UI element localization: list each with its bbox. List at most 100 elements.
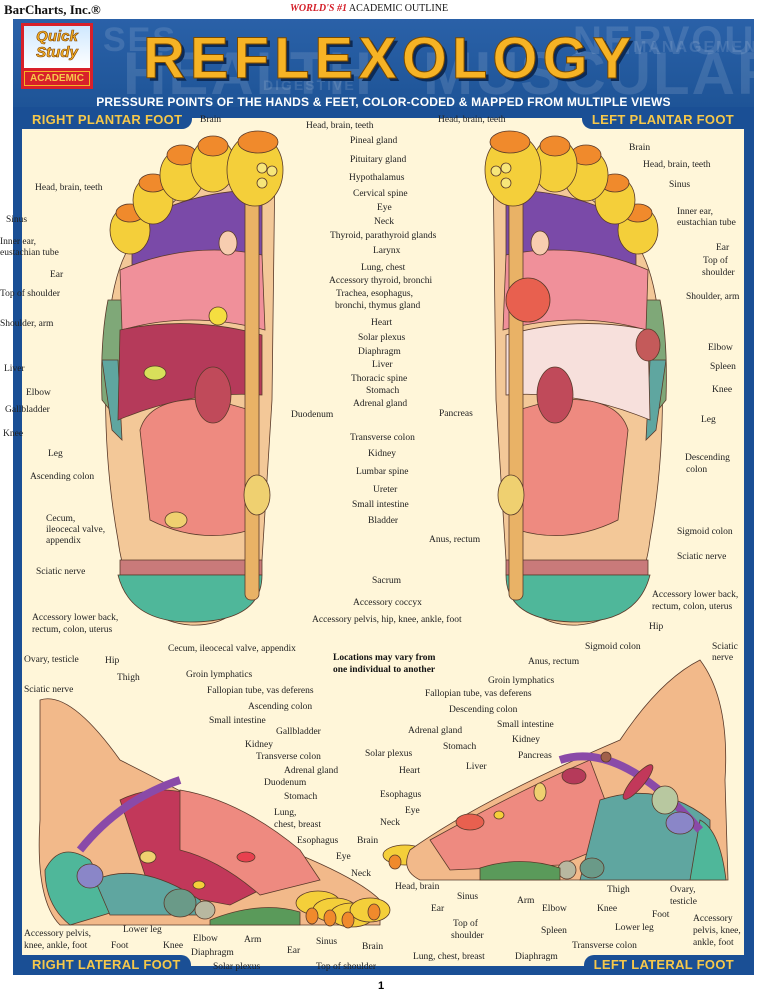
label: Accessory pelvis, — [24, 929, 92, 939]
ghost-word: MUSCULAR — [423, 40, 768, 107]
label: Fallopian tube, vas deferens — [207, 686, 314, 696]
label: Sinus — [457, 892, 479, 902]
label: shoulder — [451, 931, 484, 941]
logo-line-2: Study — [36, 44, 78, 61]
label: testicle — [670, 897, 697, 907]
label: Neck — [374, 217, 395, 227]
label: appendix — [46, 536, 81, 546]
label: Ascending colon — [248, 702, 313, 712]
label: Spleen — [710, 362, 736, 372]
tagline-emphasis: WORLD'S #1 — [290, 3, 347, 14]
label: Trachea, esophagus, — [336, 289, 413, 299]
ghost-word: MANAGEMENT — [633, 39, 768, 56]
label: Head, brain, teeth — [35, 183, 103, 193]
label: Sinus — [316, 937, 338, 947]
label: Head, brain, teeth — [643, 160, 711, 170]
header-banner: SES HEALTH DIGESTIVE MUSCULAR NERVOUS MA… — [13, 19, 768, 109]
label: Thigh — [607, 885, 630, 895]
section-left-plantar: LEFT PLANTAR FOOT — [581, 110, 744, 129]
label: Sciatic nerve — [24, 685, 74, 695]
label: Larynx — [373, 246, 401, 256]
label: Lower leg — [615, 923, 654, 933]
label: Adrenal gland — [284, 766, 339, 776]
label: Elbow — [708, 343, 733, 353]
label: Transverse colon — [572, 941, 637, 951]
label: Head, brain, teeth — [438, 115, 506, 125]
label: Knee — [3, 429, 24, 439]
label: ankle, foot — [693, 938, 734, 948]
label: Sciatic nerve — [36, 567, 86, 577]
label: Lumbar spine — [356, 467, 409, 477]
label: Leg — [701, 415, 716, 425]
label: Sinus — [6, 215, 28, 225]
label: Arm — [517, 896, 535, 906]
label: Small intestine — [352, 500, 409, 510]
label: Shoulder, arm — [686, 292, 740, 302]
label: bronchi, thymus gland — [335, 301, 421, 311]
label: Foot — [652, 910, 670, 920]
label: Elbow — [542, 904, 567, 914]
ghost-word: NERVOUS — [573, 19, 768, 63]
label: rectum, colon, uterus — [652, 602, 733, 612]
label: Esophagus — [380, 790, 422, 800]
label: Groin lymphatics — [488, 676, 555, 686]
section-left-lateral: LEFT LATERAL FOOT — [583, 955, 744, 974]
label: Top of — [453, 919, 478, 929]
quickstudy-logo: Quick Study ACADEMIC — [21, 23, 93, 89]
label: Lung, chest, breast — [413, 952, 485, 962]
logo-text: Quick Study — [24, 26, 90, 68]
label: Neck — [351, 869, 372, 879]
label: Eye — [336, 852, 351, 862]
top-bar: BarCharts, Inc.® WORLD'S #1 ACADEMIC OUT… — [0, 0, 768, 18]
label: Transverse colon — [256, 752, 321, 762]
label: Accessory lower back, — [32, 613, 119, 623]
label: Sacrum — [372, 576, 402, 586]
label: Diaphragm — [191, 948, 234, 958]
label: Kidney — [512, 735, 540, 745]
label: Pancreas — [439, 409, 473, 419]
label: Top of shoulder — [0, 289, 61, 299]
label: colon — [686, 465, 708, 475]
label: Esophagus — [297, 836, 339, 846]
label: Solar plexus — [358, 333, 406, 343]
label: nerve — [712, 653, 734, 663]
label: Sinus — [669, 180, 691, 190]
label: Solar plexus — [365, 749, 413, 759]
tagline: WORLD'S #1 ACADEMIC OUTLINE — [290, 3, 448, 14]
label: Accessory thyroid, bronchi — [329, 276, 433, 286]
label: Brain — [200, 115, 222, 125]
section-right-lateral: RIGHT LATERAL FOOT — [22, 955, 191, 974]
label: Liver — [4, 364, 25, 374]
label: Stomach — [366, 386, 400, 396]
label: Thoracic spine — [351, 374, 408, 384]
label: Transverse colon — [350, 433, 415, 443]
label: Anus, rectum — [429, 535, 481, 545]
label: Lung, chest — [361, 263, 406, 273]
label: Liver — [372, 360, 393, 370]
label: Cecum, ileocecal valve, appendix — [168, 644, 296, 654]
label: ileocecal valve, — [46, 525, 106, 535]
section-right-plantar: RIGHT PLANTAR FOOT — [22, 110, 193, 129]
label: Pineal gland — [350, 136, 398, 146]
label: knee, ankle, foot — [24, 941, 88, 951]
label: Cecum, — [46, 514, 76, 524]
label: Sciatic — [712, 642, 738, 652]
label: Ear — [287, 946, 301, 956]
label: Adrenal gland — [408, 726, 463, 736]
label: Small intestine — [209, 716, 266, 726]
label: Lung, — [274, 808, 297, 818]
ghost-word: HEALTH — [123, 40, 374, 107]
label: Sigmoid colon — [585, 642, 641, 652]
label: Hip — [649, 622, 664, 632]
label: Thigh — [117, 673, 140, 683]
page-number: 1 — [378, 980, 385, 992]
label: Ear — [431, 904, 445, 914]
label: Ear — [50, 270, 64, 280]
label: Top of shoulder — [316, 962, 377, 972]
label: Ascending colon — [30, 472, 95, 482]
label: Shoulder, arm — [0, 319, 54, 329]
right-lateral-foot-illustration — [38, 698, 391, 929]
label: Neck — [380, 818, 401, 828]
label: pelvis, knee, — [693, 926, 741, 936]
